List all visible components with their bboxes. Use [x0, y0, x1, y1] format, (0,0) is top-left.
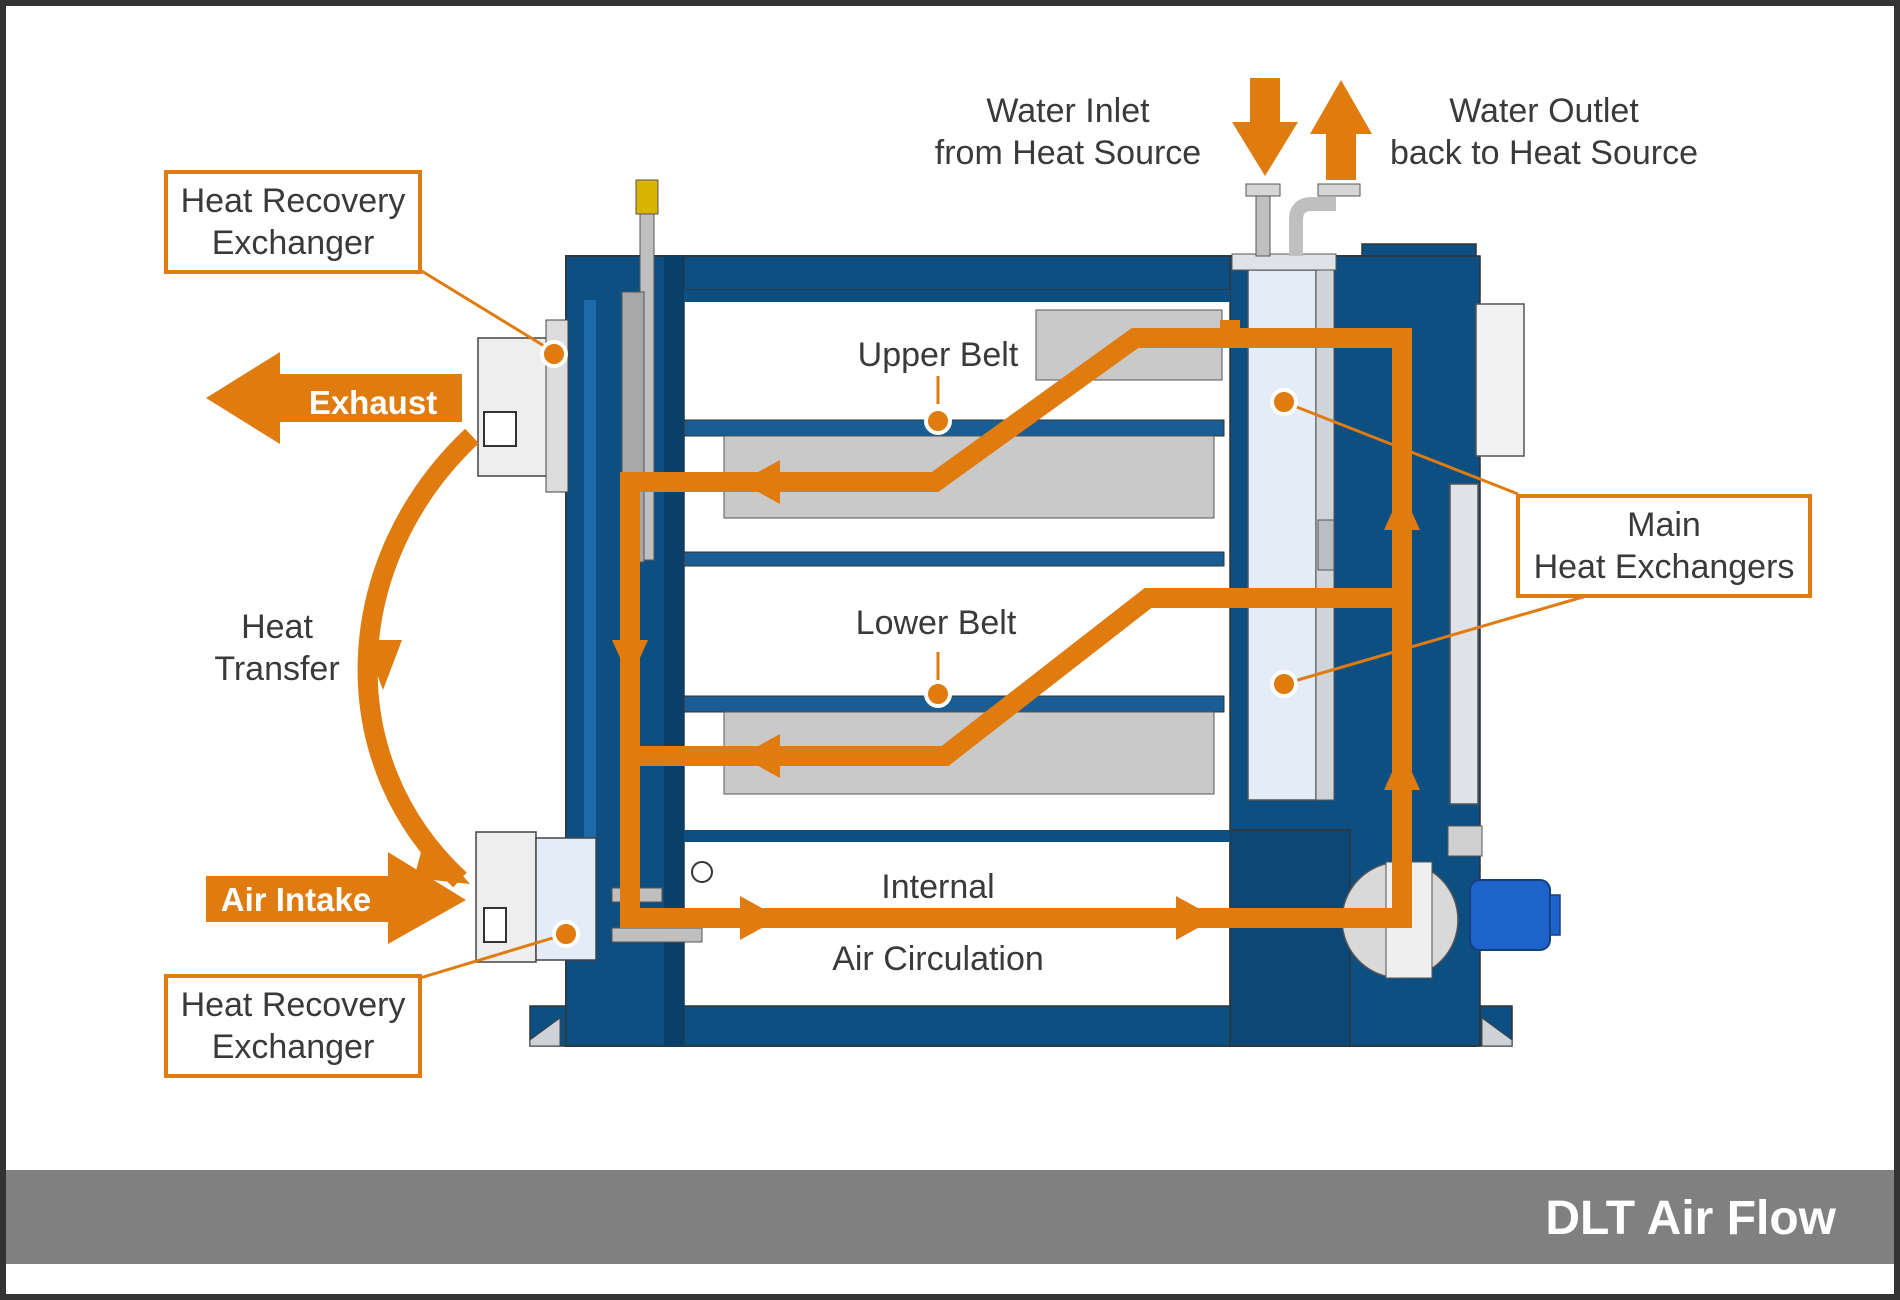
dot-heat-recovery-top [540, 340, 568, 368]
left-arrow-icon [206, 352, 462, 444]
exhaust-arrow [206, 352, 462, 444]
water-inlet-line1: Water Inlet [986, 92, 1150, 130]
water-outlet-flange [1317, 183, 1361, 197]
exchanger-top-flange [1231, 253, 1337, 271]
motor-endcap [1549, 894, 1561, 936]
water-outlet-pipe [1289, 197, 1336, 256]
lower-belt-rail [683, 695, 1225, 713]
heat-transfer-arrow-1 [364, 640, 402, 690]
water-outlet-line2: back to Heat Source [1390, 134, 1698, 172]
water-inlet-flange [1245, 183, 1281, 197]
main-heat-exchangers-line2: Heat Exchangers [1534, 548, 1795, 586]
upper-belt-rail [683, 419, 1225, 437]
dot-upper-belt [924, 407, 952, 435]
callout-dots [540, 340, 1298, 948]
left-inner-post [664, 256, 684, 1046]
gauge [691, 861, 713, 883]
right-foot [1481, 1017, 1513, 1047]
bottom-flow-arrow-1 [740, 896, 780, 940]
heat-recovery-bottom-line2: Exchanger [212, 1028, 375, 1066]
heat-recovery-top-box [164, 170, 422, 274]
heat-transfer-arc [357, 428, 479, 888]
down-flow-arrow [612, 640, 648, 680]
diagram-title: DLT Air Flow [1545, 1192, 1836, 1245]
heat-recovery-bottom-line1: Heat Recovery [181, 986, 406, 1024]
heat-recovery-bottom-port [483, 907, 507, 943]
main-heat-exchangers-box [1516, 494, 1812, 598]
left-foot [529, 1017, 561, 1047]
up-flow-arrow-2 [1384, 750, 1420, 790]
air-intake-label: Air Intake [221, 881, 371, 918]
leader-heat-recovery-bottom [419, 932, 567, 980]
internal-air-circulation-line1: Internal [881, 868, 994, 906]
right-arrow-icon [206, 852, 466, 944]
down-arrow-icon [1232, 78, 1298, 176]
heat-transfer-line1: Heat [241, 608, 313, 646]
valve-icon [635, 179, 659, 215]
main-heat-exchangers-line1: Main [1627, 506, 1701, 544]
water-outlet-line1: Water Outlet [1449, 92, 1639, 130]
motor-bracket [1447, 825, 1483, 857]
heat-transfer-arrow-2 [414, 834, 470, 884]
internal-air-circulation-line2: Air Circulation [832, 940, 1044, 978]
flow-arrowheads [364, 460, 1420, 940]
heat-recovery-bottom-box [164, 974, 422, 1078]
heat-recovery-top-port [483, 411, 517, 447]
dot-main-hx-2 [1270, 670, 1298, 698]
left-column-rail [584, 300, 596, 840]
right-side-panel [1475, 303, 1525, 457]
water-inlet-pipe [1255, 191, 1271, 257]
upper-belt-return [683, 551, 1225, 567]
water-inlet-line2: from Heat Source [935, 134, 1201, 172]
right-side-hinge [1449, 483, 1479, 805]
main-heat-exchanger-panel [1247, 269, 1317, 801]
fan-housing-base [1229, 829, 1351, 1047]
exchanger-clamp [1317, 519, 1335, 571]
heat-transfer-line2: Transfer [214, 650, 339, 688]
lower-branch [630, 588, 1402, 766]
up-arrow-icon [1310, 80, 1372, 180]
leader-main-hx-1 [1283, 400, 1519, 496]
exhaust-label: Exhaust [309, 384, 437, 421]
leader-main-hx-2 [1283, 590, 1601, 686]
leader-heat-recovery-top [419, 268, 555, 354]
upper-belt-label: Upper Belt [858, 336, 1019, 374]
upper-flow-arrow [740, 460, 780, 504]
chamber-top-rail [684, 290, 1230, 302]
heat-recovery-top-line1: Heat Recovery [181, 182, 406, 220]
lower-flow-arrow [740, 734, 780, 778]
lower-belt-label: Lower Belt [856, 604, 1017, 642]
dot-lower-belt [924, 680, 952, 708]
callout-leaders [419, 268, 1601, 980]
heat-recovery-top-line2: Exchanger [212, 224, 375, 262]
dot-heat-recovery-bottom [552, 920, 580, 948]
fitting-2 [611, 927, 703, 943]
up-flow-arrow-1 [1384, 490, 1420, 530]
footer-bar [6, 1170, 1894, 1264]
bottom-flow-arrow-2 [1176, 896, 1216, 940]
motor-icon [1469, 879, 1551, 951]
dot-main-hx-1 [1270, 388, 1298, 416]
intake-arrow [206, 852, 466, 944]
chamber-bottom-rail [684, 830, 1230, 842]
